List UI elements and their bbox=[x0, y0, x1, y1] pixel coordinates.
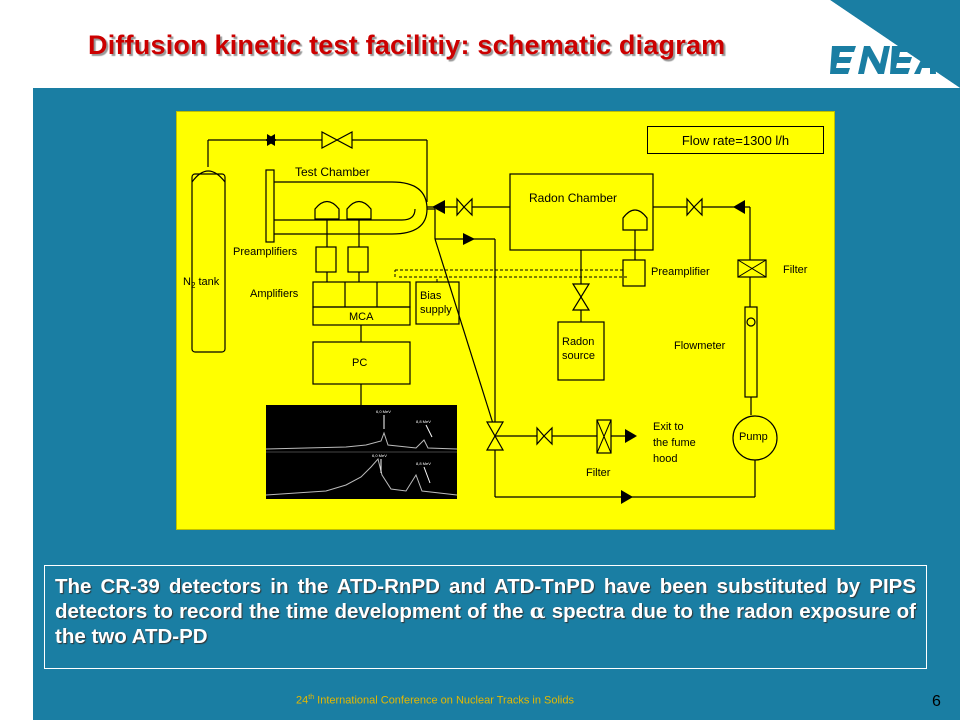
label-filter-right: Filter bbox=[783, 264, 808, 276]
schematic-diagram: Flow rate=1300 l/h Test Chamber Radon Ch… bbox=[176, 111, 835, 530]
caption-text-2: spectra due to the radon exposure of the… bbox=[55, 600, 916, 648]
label-filter-bottom: Filter bbox=[586, 467, 611, 479]
label-flowmeter: Flowmeter bbox=[674, 340, 726, 352]
label-exit-2: the fume bbox=[653, 437, 696, 449]
slide-title: Diffusion kinetic test facilitiy: schema… bbox=[88, 30, 726, 60]
label-bias-1: Bias bbox=[420, 290, 442, 302]
spectrum-label-1: 6,0 MeV bbox=[376, 409, 391, 414]
enea-logo bbox=[830, 46, 936, 74]
caption-box: The CR-39 detectors in the ATD-RnPD and … bbox=[44, 565, 927, 669]
label-test-chamber: Test Chamber bbox=[295, 165, 370, 179]
caption-text-1: The CR-39 detectors in the ATD-RnPD and … bbox=[55, 575, 916, 623]
radon-chamber bbox=[509, 173, 654, 251]
label-mca: MCA bbox=[349, 311, 374, 323]
label-preamplifier: Preamplifier bbox=[651, 266, 710, 278]
label-exit-1: Exit to bbox=[653, 421, 684, 433]
footer-conference: 24th International Conference on Nuclear… bbox=[296, 694, 574, 707]
page-number: 6 bbox=[932, 693, 941, 710]
test-chamber-flange bbox=[265, 169, 275, 243]
label-radon-source-2: source bbox=[562, 350, 596, 362]
label-preamplifiers: Preamplifiers bbox=[233, 246, 298, 258]
spectrum-label-2: 8,8 MeV bbox=[416, 419, 431, 424]
flow-rate-box: Flow rate=1300 l/h bbox=[647, 126, 824, 154]
label-pc: PC bbox=[352, 357, 368, 369]
spectrum-screenshot: 6,0 MeV 8,8 MeV 6,0 MeV 8,8 MeV bbox=[266, 405, 457, 499]
alpha-symbol: α bbox=[529, 599, 546, 623]
spectrum-label-4: 8,8 MeV bbox=[416, 461, 431, 466]
spectrum-label-3: 6,0 MeV bbox=[372, 453, 387, 458]
label-n2-tank: N2 tank bbox=[183, 276, 220, 291]
label-bias-2: supply bbox=[420, 304, 452, 316]
n2-tank bbox=[191, 173, 226, 353]
label-radon-chamber: Radon Chamber bbox=[529, 191, 618, 205]
label-pump: Pump bbox=[739, 431, 768, 443]
label-radon-source-1: Radon bbox=[562, 336, 595, 348]
label-exit-3: hood bbox=[653, 453, 678, 465]
label-amplifiers: Amplifiers bbox=[250, 288, 299, 300]
schematic-lines bbox=[191, 131, 778, 504]
